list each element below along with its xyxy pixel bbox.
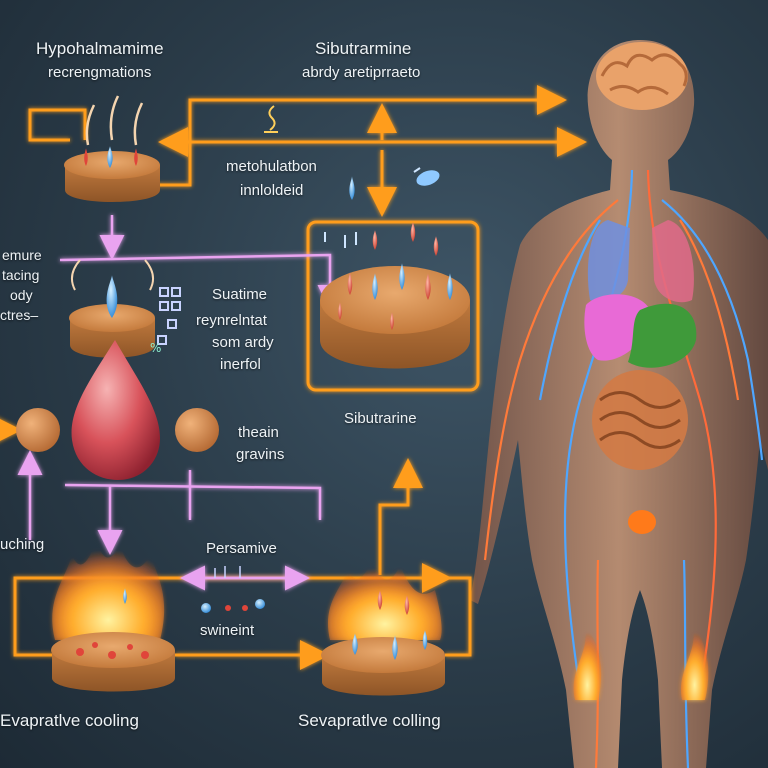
droplet-icon xyxy=(134,148,138,166)
droplet-icon xyxy=(106,275,118,318)
label-persamive: Persamive xyxy=(206,540,277,557)
right-lung xyxy=(652,220,694,303)
label-abrdy-aretiprraeto: abrdy aretiprraeto xyxy=(302,64,421,81)
droplet-icon xyxy=(410,222,416,242)
label-suatime: Suatime xyxy=(212,286,268,303)
top-left-disc xyxy=(64,95,160,202)
squiggle-icon xyxy=(264,105,278,133)
stomach xyxy=(628,303,697,368)
label-emure: emure xyxy=(2,247,42,263)
droplet-icon xyxy=(447,273,453,300)
right-sphere xyxy=(175,408,219,452)
droplet-icon xyxy=(392,635,398,660)
label-innloldeid: innloldeid xyxy=(240,182,304,199)
label-swineint: swineint xyxy=(200,622,255,639)
molecule-icon xyxy=(157,287,181,345)
droplet-icon xyxy=(123,588,127,604)
droplet-icon xyxy=(347,272,353,295)
label-ctres: ctres– xyxy=(0,307,39,323)
label-uching: uching xyxy=(0,536,45,553)
label-inerfol: inerfol xyxy=(220,356,261,373)
left-knee-flame-icon xyxy=(573,625,602,700)
bladder xyxy=(628,510,656,534)
molecule-glyph: % xyxy=(150,341,161,355)
droplet-icon xyxy=(372,273,378,300)
capsule-icon xyxy=(413,167,440,186)
large-blood-drop xyxy=(71,340,160,480)
droplet-icon xyxy=(338,302,342,320)
droplet-icon xyxy=(404,595,410,615)
bottom-left-disc xyxy=(51,540,175,692)
label-sibutrarine: Sibutrarine xyxy=(344,410,417,427)
human-body-figure xyxy=(470,40,768,768)
label-ody: ody xyxy=(10,287,33,303)
label-recrengmations: recrengmations xyxy=(48,64,152,81)
label-gravins: gravins xyxy=(236,446,285,463)
label-reynrelntat: reynrelntat xyxy=(196,312,267,329)
label-tacing: tacing xyxy=(2,267,40,283)
droplet-icon xyxy=(349,176,355,200)
droplet-icon xyxy=(399,263,405,290)
label-theain: theain xyxy=(238,424,279,441)
label-hypohalmamime: Hypohalmamime xyxy=(36,39,164,58)
left-sphere xyxy=(16,408,60,452)
blood-vessels xyxy=(483,169,764,768)
pink-flow-arrows xyxy=(17,215,343,591)
left-middle-disc xyxy=(69,259,155,358)
intestines xyxy=(592,370,688,470)
bottom-right-disc xyxy=(321,560,445,696)
left-lung xyxy=(587,220,630,302)
right-knee-flame-icon xyxy=(680,625,709,700)
brain xyxy=(596,42,688,110)
droplet-icon xyxy=(84,148,88,166)
right-panel-disc xyxy=(320,222,470,369)
droplet-icon xyxy=(433,236,439,256)
flame-icon xyxy=(52,540,165,640)
label-evaporative-cooling: Evapratlve cooling xyxy=(0,711,139,730)
droplet-icon xyxy=(425,273,431,300)
droplet-icon xyxy=(372,230,378,250)
droplet-icon xyxy=(352,633,358,655)
droplet-icon xyxy=(107,146,113,168)
label-som-ardy: som ardy xyxy=(212,334,274,351)
label-metohulatbon: metohulatbon xyxy=(226,158,317,175)
droplet-icon xyxy=(422,630,428,650)
label-sevaporative-colling: Sevapratlve colling xyxy=(298,711,441,730)
particle-dots xyxy=(201,566,265,613)
flame-icon xyxy=(327,560,442,640)
droplet-icon xyxy=(377,590,383,610)
label-sibutrarmine: Sibutrarmine xyxy=(315,39,412,58)
droplet-icon xyxy=(390,312,394,330)
